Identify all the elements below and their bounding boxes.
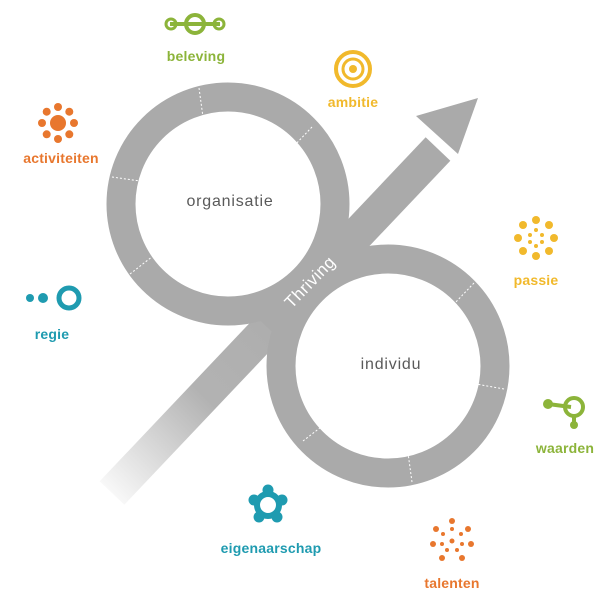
ring-individu — [266, 244, 510, 488]
connector-icon — [164, 13, 226, 35]
label-ambitie: ambitie — [327, 94, 379, 110]
label-eigenaarschap: eigenaarschap — [220, 540, 322, 556]
label-individu: individu — [360, 356, 422, 373]
flower-icon — [248, 484, 288, 523]
spark-icon — [430, 518, 474, 561]
label-activiteiten: activiteiten — [23, 150, 99, 166]
label-organisatie: organisatie — [186, 193, 274, 210]
branch-icon — [543, 396, 585, 429]
arrow-head — [416, 98, 478, 154]
label-passie: passie — [513, 272, 559, 288]
label-waarden: waarden — [535, 440, 595, 456]
ring-organisatie — [106, 82, 350, 326]
dots-ring-icon — [26, 285, 82, 311]
sun-icon — [38, 103, 78, 143]
label-beleving: beleving — [166, 48, 226, 64]
label-talenten: talenten — [424, 575, 480, 591]
arrow-shaft-overlay — [255, 259, 335, 340]
target-icon — [334, 50, 372, 88]
dotted-flower-icon — [514, 216, 558, 260]
label-regie: regie — [34, 326, 70, 342]
